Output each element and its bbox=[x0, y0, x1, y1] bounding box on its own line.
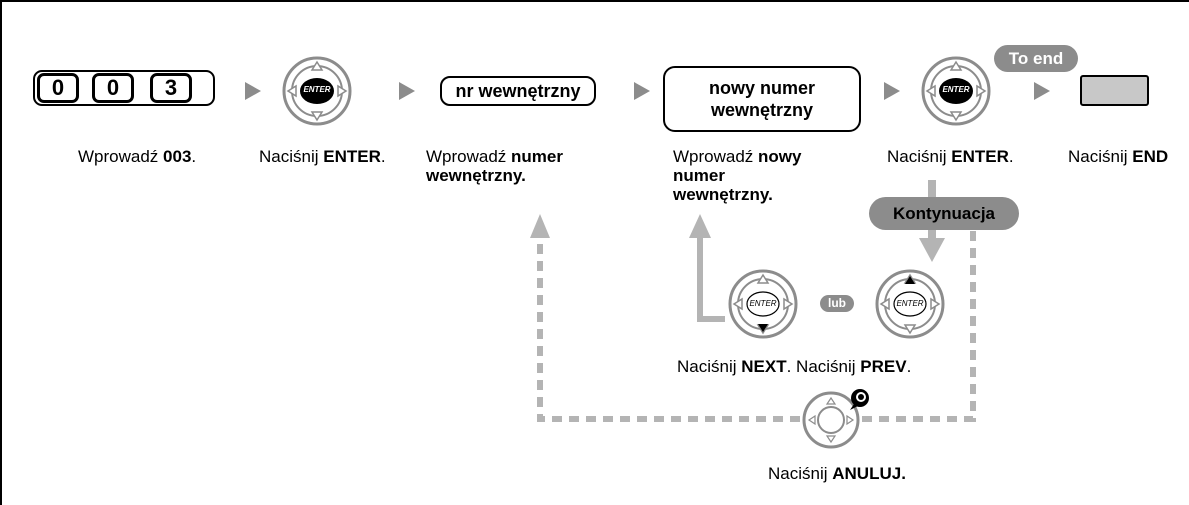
step-label-enter-new-extension: Wprowadź nowy numer wewnętrzny. bbox=[673, 147, 801, 204]
cancel-return-path bbox=[537, 240, 800, 422]
step-label-next-prev: Naciśnij NEXT. Naciśnij PREV. bbox=[677, 357, 911, 376]
next-loop-arrow bbox=[697, 235, 725, 322]
label-text: . bbox=[191, 147, 197, 166]
to-end-badge: To end bbox=[994, 45, 1078, 72]
flow-arrow bbox=[399, 82, 415, 100]
digit-key-0: 0 bbox=[92, 73, 134, 103]
digit-key-3: 3 bbox=[150, 73, 192, 103]
next-loop-arrow-head bbox=[689, 214, 711, 238]
label-text: Wprowadź bbox=[78, 147, 164, 166]
return-arrow-head bbox=[530, 214, 550, 238]
step-label-press-end: Naciśnij END bbox=[1068, 147, 1168, 166]
label-bold: nowy bbox=[758, 147, 802, 166]
enter-key-text: ENTER bbox=[303, 85, 331, 94]
flow-arrow bbox=[1034, 82, 1050, 100]
end-key-icon bbox=[1080, 75, 1149, 106]
keys-group-outline bbox=[33, 70, 215, 106]
continuation-badge: Kontynuacja bbox=[869, 197, 1019, 230]
cancel-button-icon bbox=[802, 391, 860, 449]
label-bold: numer bbox=[511, 147, 563, 166]
label-text: . bbox=[380, 147, 386, 166]
label-text: Wprowadź bbox=[426, 147, 512, 166]
flow-arrow bbox=[634, 82, 650, 100]
step-label-enter-003: Wprowadź 003. bbox=[78, 147, 196, 166]
continue-arrow-head bbox=[919, 238, 945, 262]
label-bold: 003 bbox=[163, 147, 192, 166]
enter-button-icon bbox=[921, 56, 991, 126]
next-button-icon bbox=[728, 269, 798, 339]
label-text: Naciśnij bbox=[791, 357, 861, 376]
step-label-press-enter-2: Naciśnij ENTER. bbox=[887, 147, 1014, 166]
extension-number-box: nr wewnętrzny bbox=[440, 76, 596, 106]
new-extension-number-box: nowy numer wewnętrzny bbox=[663, 66, 861, 132]
label-text: . bbox=[1008, 147, 1014, 166]
box-line: wewnętrzny bbox=[710, 100, 814, 120]
enter-button-icon bbox=[282, 56, 352, 126]
label-text: Naciśnij bbox=[768, 464, 833, 483]
label-bold: numer bbox=[673, 166, 725, 185]
label-text: Wprowadź bbox=[673, 147, 759, 166]
prev-button-icon bbox=[875, 269, 945, 339]
cancel-return-path bbox=[862, 228, 976, 422]
step-label-enter-extension: Wprowadź numer wewnętrzny. bbox=[426, 147, 563, 185]
digit-key-0: 0 bbox=[37, 73, 79, 103]
enter-key-text: ENTER bbox=[749, 299, 777, 308]
label-text: Naciśnij bbox=[887, 147, 952, 166]
label-text: Naciśnij bbox=[1068, 147, 1133, 166]
flow-arrow bbox=[884, 82, 900, 100]
label-bold: PREV bbox=[860, 357, 907, 376]
label-bold: END bbox=[1132, 147, 1169, 166]
label-bold: wewnętrzny. bbox=[426, 166, 526, 185]
label-text: . bbox=[786, 357, 792, 376]
label-text: Naciśnij bbox=[259, 147, 324, 166]
box-line: nowy numer bbox=[708, 78, 815, 98]
label-bold: ANULUJ. bbox=[832, 464, 906, 483]
label-bold: ENTER bbox=[951, 147, 1009, 166]
label-bold: wewnętrzny. bbox=[673, 185, 773, 204]
label-text: . bbox=[906, 357, 912, 376]
label-text: Naciśnij bbox=[677, 357, 742, 376]
step-label-press-enter: Naciśnij ENTER. bbox=[259, 147, 386, 166]
pin-icon bbox=[850, 389, 869, 410]
enter-key-text: ENTER bbox=[942, 85, 970, 94]
enter-key-text: ENTER bbox=[896, 299, 924, 308]
or-badge: lub bbox=[820, 295, 854, 312]
label-bold: ENTER bbox=[323, 147, 381, 166]
label-bold: NEXT bbox=[741, 357, 787, 376]
flow-arrow bbox=[245, 82, 261, 100]
step-label-cancel: Naciśnij ANULUJ. bbox=[768, 464, 906, 483]
